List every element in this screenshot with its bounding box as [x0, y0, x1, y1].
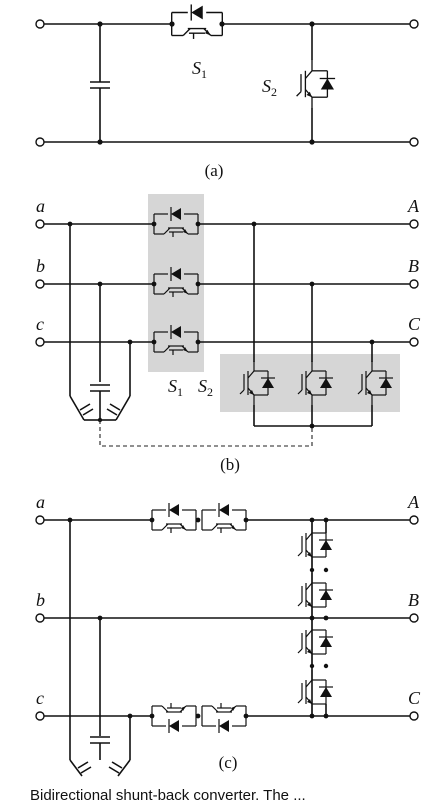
switch-s2-a [297, 60, 336, 108]
s1-shade [148, 194, 204, 372]
switch-s1-a [172, 4, 223, 39]
terminal [35, 19, 45, 29]
input-label-c-c: c [36, 688, 44, 708]
caption-a: (a) [205, 161, 224, 180]
output-label-b: B [408, 256, 419, 276]
terminal [409, 137, 419, 147]
input-label-b: b [36, 256, 45, 276]
output-label-a-c: A [407, 492, 420, 512]
label-s2-b: S2 [198, 376, 213, 399]
caption-b: (b) [220, 455, 240, 474]
input-label-a: a [36, 196, 45, 216]
label-s2-a: S2 [262, 76, 277, 99]
output-label-a: A [407, 196, 420, 216]
terminal [35, 137, 45, 147]
input-label-b-c: b [36, 590, 45, 610]
output-label-b-c: B [408, 590, 419, 610]
label-s1-b: S1 [168, 376, 183, 399]
output-label-c-c: C [408, 688, 421, 708]
input-label-c: c [36, 314, 44, 334]
caption-c: (c) [219, 753, 238, 772]
panel-a: S1 S2 (a) [35, 4, 419, 180]
s2-shade [220, 354, 400, 412]
panel-b: a b c A B C S1 S2 (b) [35, 194, 421, 474]
output-label-c: C [408, 314, 421, 334]
input-label-a-c: a [36, 492, 45, 512]
panel-c: a b c A B C (c) [35, 492, 421, 777]
figure-footer-text: Bidirectional shunt-back converter. The … [30, 787, 306, 804]
terminal [409, 19, 419, 29]
label-s1-a: S1 [192, 58, 207, 81]
